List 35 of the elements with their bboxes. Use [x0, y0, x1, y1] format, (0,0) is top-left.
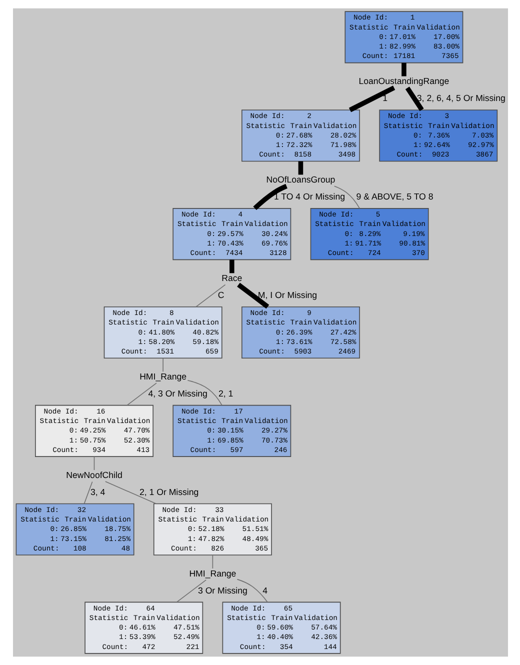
connector — [298, 161, 303, 175]
node-text: Race — [221, 273, 242, 284]
connector — [83, 481, 92, 504]
edge-label: C — [217, 290, 224, 300]
connector — [162, 358, 163, 372]
edge-label: 4 — [262, 585, 268, 596]
edge-label: M, I Or Missing — [257, 290, 317, 300]
node-text: NewNoofChild — [66, 470, 122, 480]
connector — [176, 580, 206, 602]
edge-label: 3 Or Missing — [197, 585, 247, 596]
edge-label: 3, 2, 6, 4, 5 Or Missing — [416, 93, 505, 104]
edge-label: 1 — [382, 93, 388, 104]
node-text: HMI_Range — [139, 372, 186, 382]
connector — [333, 186, 360, 209]
connector — [93, 456, 94, 470]
connector — [236, 578, 268, 602]
connector — [252, 184, 287, 210]
edge-label: 9 & ABOVE, 5 TO 8 — [356, 191, 433, 202]
edge-label: 4, 3 Or Missing — [148, 388, 207, 398]
connector — [212, 554, 213, 569]
connector — [186, 380, 222, 406]
connector — [236, 282, 269, 309]
connector — [195, 284, 226, 308]
node-text: LoanOustandingRange — [358, 76, 449, 86]
connector — [348, 86, 395, 112]
edge-label: 3, 4 — [90, 486, 105, 497]
edge-label: 2, 1 Or Missing — [138, 486, 198, 497]
connector — [401, 62, 406, 76]
edge-label: 2, 1 — [218, 388, 233, 398]
connector — [228, 260, 234, 274]
node-text: HMI_Range — [188, 568, 236, 578]
connector — [404, 86, 424, 112]
connector — [104, 481, 156, 504]
node-text: NoOfLoansGroup — [266, 174, 335, 185]
connector — [126, 382, 156, 406]
